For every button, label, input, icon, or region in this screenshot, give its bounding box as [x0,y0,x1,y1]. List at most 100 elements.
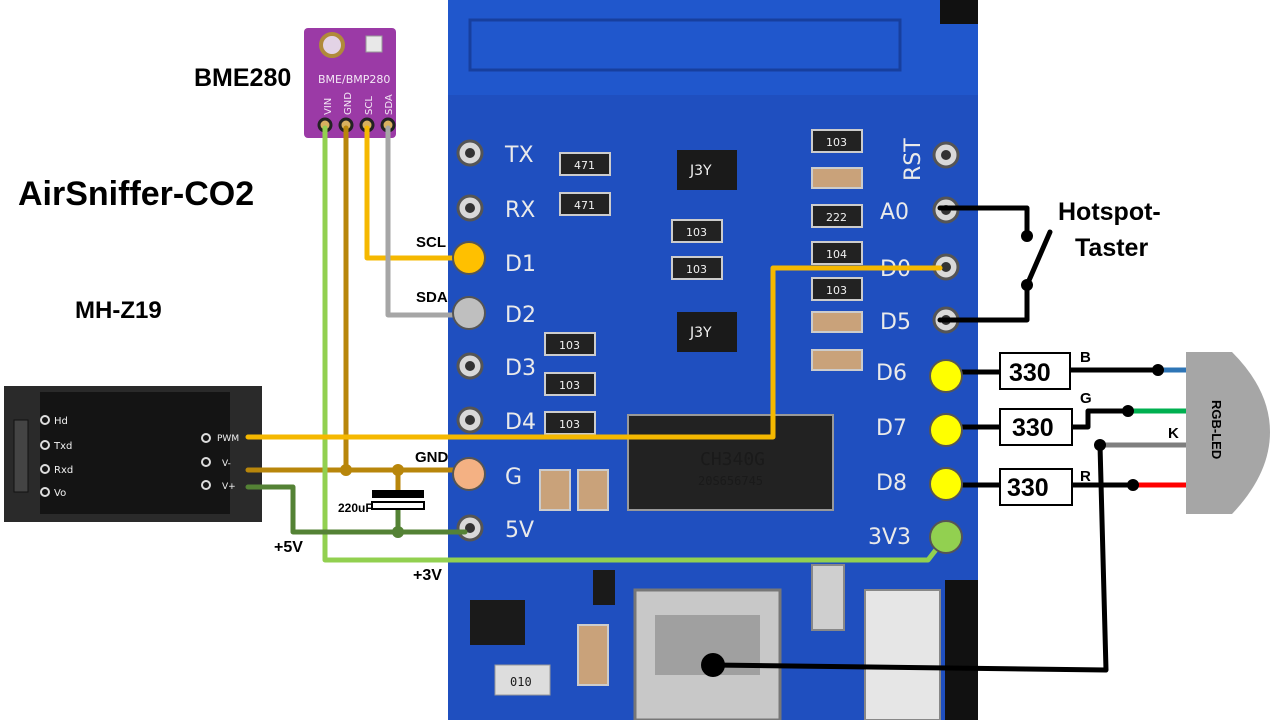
wire-g-black [1069,408,1131,430]
pin-label-d7: D7 [876,416,907,441]
smd-code: 104 [826,248,847,261]
mhz19-pin-txd: Txd [53,441,72,452]
pin-hole-core [941,150,951,160]
junction-dot [1127,479,1139,491]
pad-d1 [452,241,486,275]
smd-code: 222 [826,211,847,224]
resistor-b [999,352,1071,390]
bme280-module: BME/BMP280 VIN GND SCL SDA [304,28,396,138]
bme280-pin-sda: SDA [384,94,395,115]
capacitor-plate-bottom [371,501,425,510]
smd-code: 103 [559,339,580,352]
smd-resistor [811,241,863,265]
pad-d2 [452,296,486,330]
smd-resistor [671,219,723,243]
wire-switch-d5 [937,282,1030,323]
pin-hole-core [465,148,475,158]
smd-code: 103 [686,263,707,276]
wire-b-label: B [1080,349,1091,366]
capacitor-label: 220uF [338,501,373,515]
small-chip-code: J3Y [689,163,712,179]
smd-resistor [811,277,863,301]
hotspot-label-line1: Hotspot- [1058,198,1161,226]
smd-capacitor [811,167,863,189]
smd-code: 103 [559,379,580,392]
rgb-led-body [1186,352,1270,514]
wire-k-label: K [1168,425,1179,442]
hotspot-label-line2: Taster [1075,234,1148,262]
wemos-board: TX RX D1 D2 D3 D4 G 5V RST A0 D0 D5 D6 D [448,0,978,720]
pin-label-3v3: 3V3 [868,525,911,550]
pin-label-d5: D5 [880,310,911,335]
small-chip-code: J3Y [689,325,712,341]
crystal-code: 010 [510,675,532,689]
smd-components: 471 471 103 103 103 103 103 103 222 104 … [539,129,863,511]
smd-resistor [544,372,596,396]
pad-3v3 [929,520,963,554]
crystal [494,664,551,696]
mhz19-pin-vo: Vo [54,488,66,499]
mhz19-pad [40,487,50,497]
crystal-oscillator [811,564,845,631]
pad-g [452,457,486,491]
ch340g-chip: CH340G 20S656745 [627,414,834,511]
reset-button [864,589,941,720]
resistor-g [999,408,1073,446]
smd-code: 471 [574,159,595,172]
colored-pads [452,241,963,554]
pin-hole-core [465,361,475,371]
smd-code: 471 [574,199,595,212]
mhz19-pad [201,433,211,443]
mhz19-pad [201,457,211,467]
pad-d7 [929,413,963,447]
plus5v-label: +5V [274,539,303,556]
pin-label-tx: TX [504,143,534,168]
pin-label-d4: D4 [505,410,536,435]
micro-usb-port [633,588,782,720]
resistor-b-value: 330 [1009,359,1051,387]
mhz19-pin-vplus: V+ [222,482,236,492]
mhz19-label: MH-Z19 [75,297,162,324]
small-chips: J3Y J3Y [470,150,737,645]
resistor-r-value: 330 [1007,474,1049,502]
pad-d8 [929,467,963,501]
bme280-mount-hole [319,32,345,58]
mhz19-pin-rxd: Rxd [54,465,73,476]
wire-labels: SCL SDA GND +5V +3V [274,234,449,584]
board-corner-dark [940,0,978,24]
led-resistors: 330 B 330 G 330 R K [999,349,1179,506]
mhz19-pin-pwm: PWM [217,434,239,444]
left-header [456,139,484,542]
wire-pwm [245,265,943,440]
capacitor-plate-top [372,490,424,498]
mhz19-pad [40,464,50,474]
smd-resistor [544,332,596,356]
board-antenna-area [448,0,978,95]
pin-label-rst: RST [901,138,926,181]
junction-dot [392,526,404,538]
junction-dot [1094,439,1106,451]
wire-sda [385,125,468,318]
resistor-r [999,468,1073,506]
wire-5v [245,484,468,535]
wire-r-label: R [1080,468,1091,485]
diode-chip [593,570,615,605]
mhz19-connector [13,419,29,493]
smd-capacitor [811,349,863,371]
plus3v-label: +3V [413,567,442,584]
right-pin-labels: RST A0 D0 D5 D6 D7 D8 3V3 [868,138,926,550]
pin-label-d8: D8 [876,471,907,496]
board-corner-dark-bottom [945,580,978,720]
small-chip [677,312,737,352]
ch340g-label: CH340G [700,449,765,470]
ch340g-body [627,414,834,511]
gnd-label: GND [415,449,449,466]
junction-dot [1021,279,1033,291]
board-antenna-trace [468,18,902,72]
wire-scl [364,125,468,261]
junction-dot [392,464,404,476]
smd-code: 103 [826,136,847,149]
wire-switch-a0 [937,205,1030,239]
left-pin-labels: TX RX D1 D2 D3 D4 G 5V [504,143,536,543]
